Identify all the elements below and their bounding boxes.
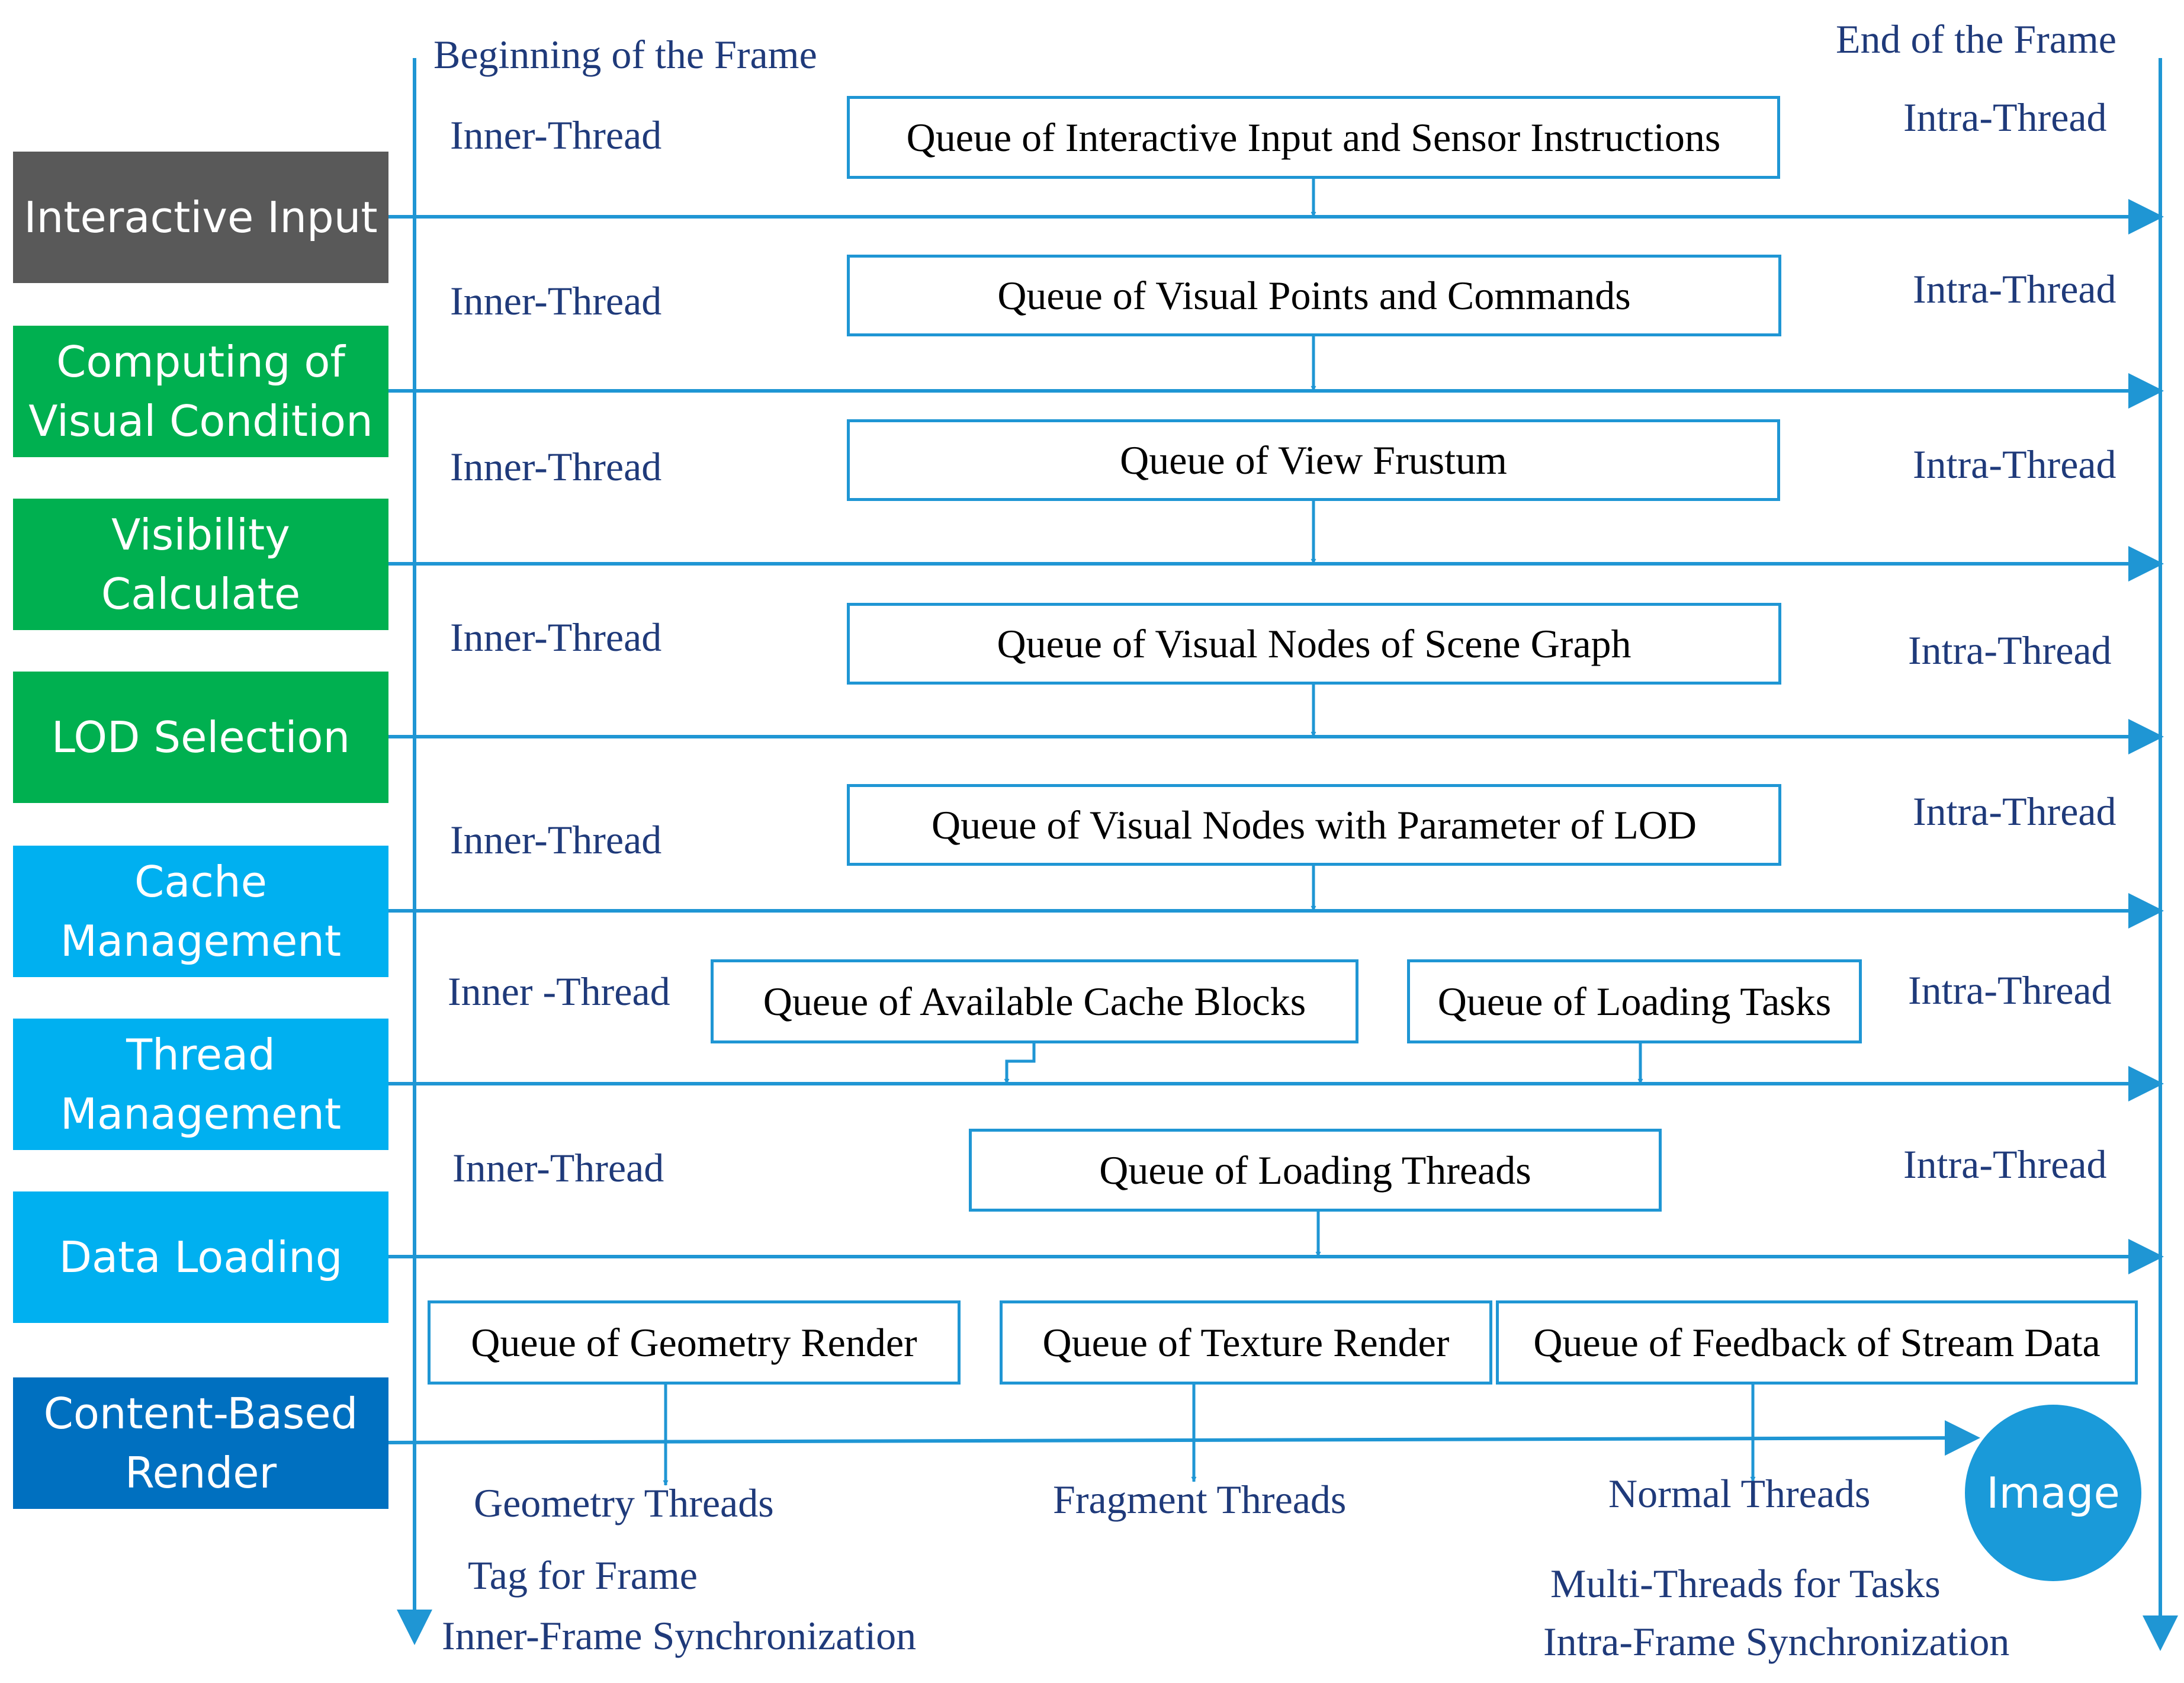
intra-thread-label: Intra-Thread (1903, 1142, 2107, 1187)
image-output-node: Image (1965, 1405, 2141, 1581)
stage-visibility-calculate: Visibility Calculate (13, 499, 388, 630)
inner-thread-label: Inner-Thread (450, 113, 662, 158)
intra-thread-label: Intra-Thread (1908, 628, 2112, 673)
fragment-threads-label: Fragment Threads (1053, 1477, 1347, 1522)
stage-interactive-input: Interactive Input (13, 152, 388, 283)
inner-thread-label: Inner-Thread (450, 615, 662, 660)
frame-lines (397, 58, 2178, 1651)
queue-geometry-render: Queue of Geometry Render (428, 1300, 961, 1385)
queue-visual-nodes-scene-graph: Queue of Visual Nodes of Scene Graph (847, 603, 1781, 685)
queue-arrows (663, 179, 1756, 1486)
queue-visual-points-commands: Queue of Visual Points and Commands (847, 255, 1781, 336)
stage-flow-lines (388, 199, 2164, 1456)
stage-content-based-render: Content-Based Render (13, 1377, 388, 1509)
tag-for-frame-label: Tag for Frame (468, 1553, 698, 1598)
queue-arrow (1004, 1043, 1036, 1084)
end-of-frame-label: End of the Frame (1836, 17, 2116, 62)
queue-texture-render: Queue of Texture Render (1000, 1300, 1492, 1385)
inner-thread-label: Inner-Thread (450, 278, 662, 323)
stage-lod-selection: LOD Selection (13, 672, 388, 803)
queue-view-frustum: Queue of View Frustum (847, 419, 1780, 501)
beginning-of-frame-label: Beginning of the Frame (433, 32, 817, 77)
stage-thread-management: Thread Management (13, 1019, 388, 1150)
multi-threads-label: Multi-Threads for Tasks (1550, 1561, 1941, 1606)
stage-cache-management: Cache Management (13, 846, 388, 977)
queue-available-cache-blocks: Queue of Available Cache Blocks (711, 959, 1358, 1043)
intra-thread-label: Intra-Thread (1913, 266, 2116, 311)
stage-data-loading: Data Loading (13, 1191, 388, 1323)
inner-thread-label: Inner-Thread (452, 1145, 664, 1190)
inner-thread-label: Inner -Thread (448, 969, 670, 1014)
intra-thread-label: Intra-Thread (1908, 968, 2112, 1013)
queue-feedback-stream-data: Queue of Feedback of Stream Data (1496, 1300, 2138, 1385)
intra-thread-label: Intra-Thread (1903, 95, 2107, 140)
queue-visual-nodes-lod: Queue of Visual Nodes with Parameter of … (847, 784, 1781, 866)
flow-line-render (388, 1420, 1980, 1456)
inner-frame-sync-label: Inner-Frame Synchronization (442, 1613, 917, 1658)
inner-thread-label: Inner-Thread (450, 444, 662, 489)
queue-interactive-input-sensor: Queue of Interactive Input and Sensor In… (847, 96, 1780, 179)
intra-thread-label: Intra-Thread (1913, 442, 2116, 487)
intra-frame-sync-label: Intra-Frame Synchronization (1543, 1619, 2010, 1664)
geometry-threads-label: Geometry Threads (474, 1480, 774, 1525)
intra-thread-label: Intra-Thread (1913, 789, 2116, 834)
stage-computing-visual-condition: Computing of Visual Condition (13, 326, 388, 457)
queue-loading-tasks: Queue of Loading Tasks (1407, 959, 1862, 1043)
inner-thread-label: Inner-Thread (450, 817, 662, 862)
normal-threads-label: Normal Threads (1608, 1471, 1871, 1516)
queue-loading-threads: Queue of Loading Threads (969, 1129, 1662, 1212)
